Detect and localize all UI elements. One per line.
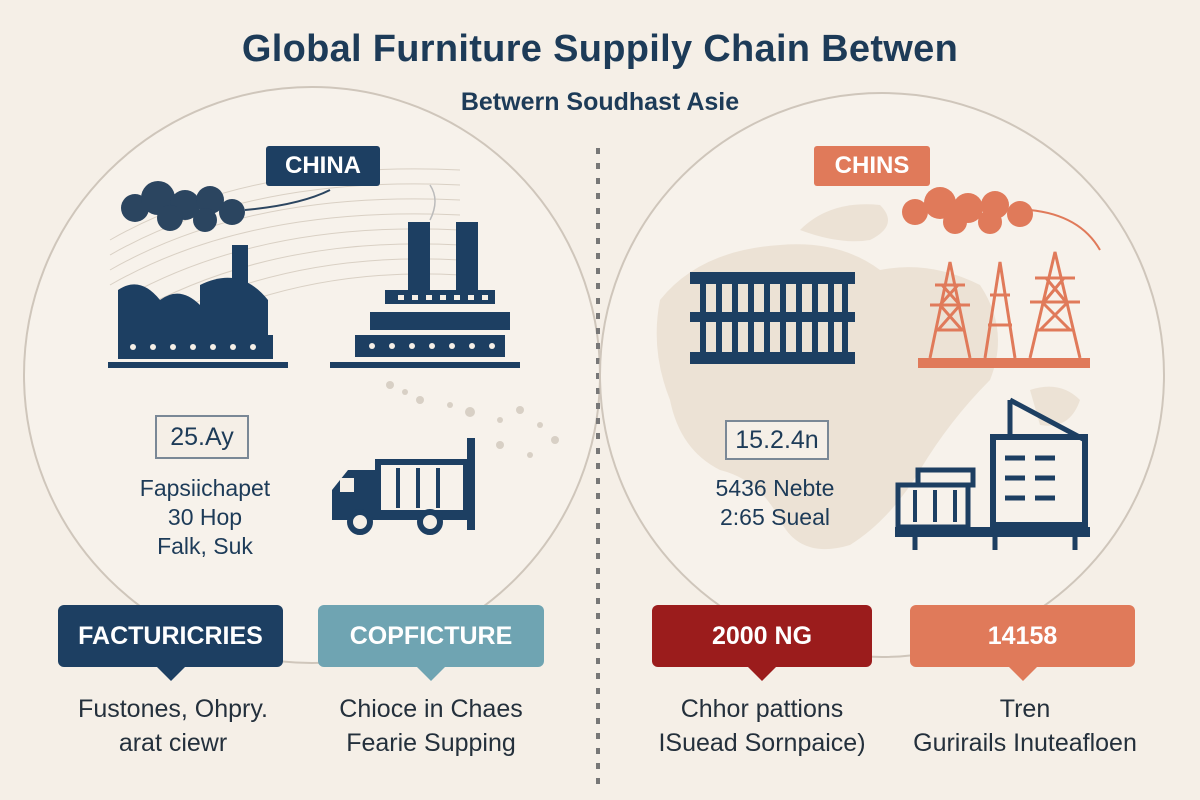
caption-line: ISuead Sornpaice) xyxy=(658,729,866,757)
caption-line: Gurirails Inuteafloen xyxy=(913,729,1137,757)
caption-line: arat ciewr xyxy=(118,729,228,757)
delivery-truck-icon xyxy=(332,438,475,535)
caption-line: Chioce in Chaes xyxy=(339,695,523,723)
caption-2000ng: Chhor pattions ISuead Sornpaice) xyxy=(632,692,892,760)
caption-line: Fustones, Ohpry. xyxy=(78,695,268,723)
caption-line: Fearie Supping xyxy=(346,729,516,757)
tag-pointer xyxy=(1008,667,1037,681)
warehouse-icon xyxy=(690,272,855,364)
caption-line: Chhor pattions xyxy=(680,695,844,723)
right-stat-line: 5436 Nebte xyxy=(715,475,835,501)
left-stat-line: Falk, Suk xyxy=(157,533,253,559)
left-stat-box: 25.Ay xyxy=(155,415,249,459)
tag-14158: 14158 xyxy=(910,605,1135,681)
page-subtitle: Betwern Soudhast Asie xyxy=(460,88,740,116)
caption-line: Tren xyxy=(999,695,1051,723)
tag-label: COPFICTURE xyxy=(349,621,513,650)
tag-factories: FACTURICRIES xyxy=(58,605,283,681)
world-map-icon xyxy=(386,381,559,458)
right-region-label: CHINS xyxy=(814,146,930,186)
caption-factories: Fustones, Ohpry. arat ciewr xyxy=(48,692,298,760)
tag-pointer xyxy=(156,667,185,681)
right-stat-box: 15.2.4n xyxy=(725,420,829,460)
caption-copficture: Chioce in Chaes Fearie Supping xyxy=(306,692,556,760)
left-stat-line: 30 Hop xyxy=(167,504,243,530)
power-tower-icon xyxy=(928,251,1082,359)
caption-14158: Tren Gurirails Inuteafloen xyxy=(880,692,1170,760)
left-stat-line: Fapsiichapet xyxy=(139,475,271,501)
page-title: Global Furniture Suppily Chain Betwen xyxy=(241,28,959,70)
tag-copficture: COPFICTURE xyxy=(318,605,544,681)
tag-label: FACTURICRIES xyxy=(78,621,263,650)
tag-label: 14158 xyxy=(987,621,1058,650)
tag-pointer xyxy=(417,667,445,681)
tag-label: 2000 NG xyxy=(711,621,813,650)
smoke-cloud-icon xyxy=(902,187,1101,251)
container-crane-icon xyxy=(895,397,1090,550)
smoke-cloud-icon xyxy=(121,181,331,232)
left-region-label: CHINA xyxy=(266,146,380,186)
tag-2000ng: 2000 NG xyxy=(652,605,872,681)
right-stat-lines: 5436 Nebte 2:65 Sueal xyxy=(690,474,860,532)
tag-pointer xyxy=(748,667,776,681)
left-stat-lines: Fapsiichapet 30 Hop Falk, Suk xyxy=(120,474,290,561)
right-stat-line: 2:65 Sueal xyxy=(720,504,830,530)
